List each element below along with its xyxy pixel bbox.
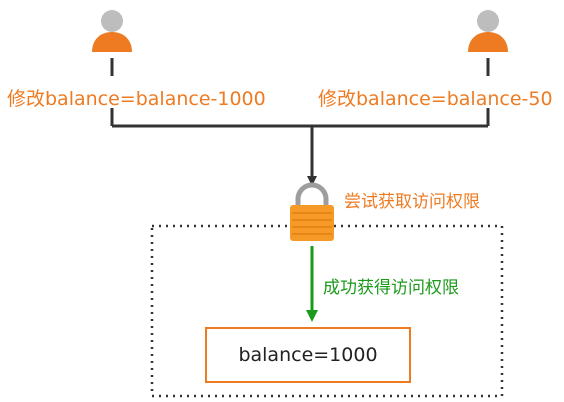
padlock-icon	[290, 182, 334, 241]
left-user-operation: 修改balance=balance-1000	[7, 88, 266, 110]
lock-attempt-label: 尝试获取访问权限	[344, 192, 480, 212]
user-icon-left	[92, 10, 132, 52]
connector-lines	[110, 58, 490, 128]
right-user-operation: 修改balance=balance-50	[318, 88, 553, 110]
lock-success-label: 成功获得访问权限	[323, 278, 459, 298]
balance-box: balance=1000	[205, 327, 411, 383]
balance-value: balance=1000	[238, 344, 378, 366]
user-icon-right	[468, 10, 508, 52]
